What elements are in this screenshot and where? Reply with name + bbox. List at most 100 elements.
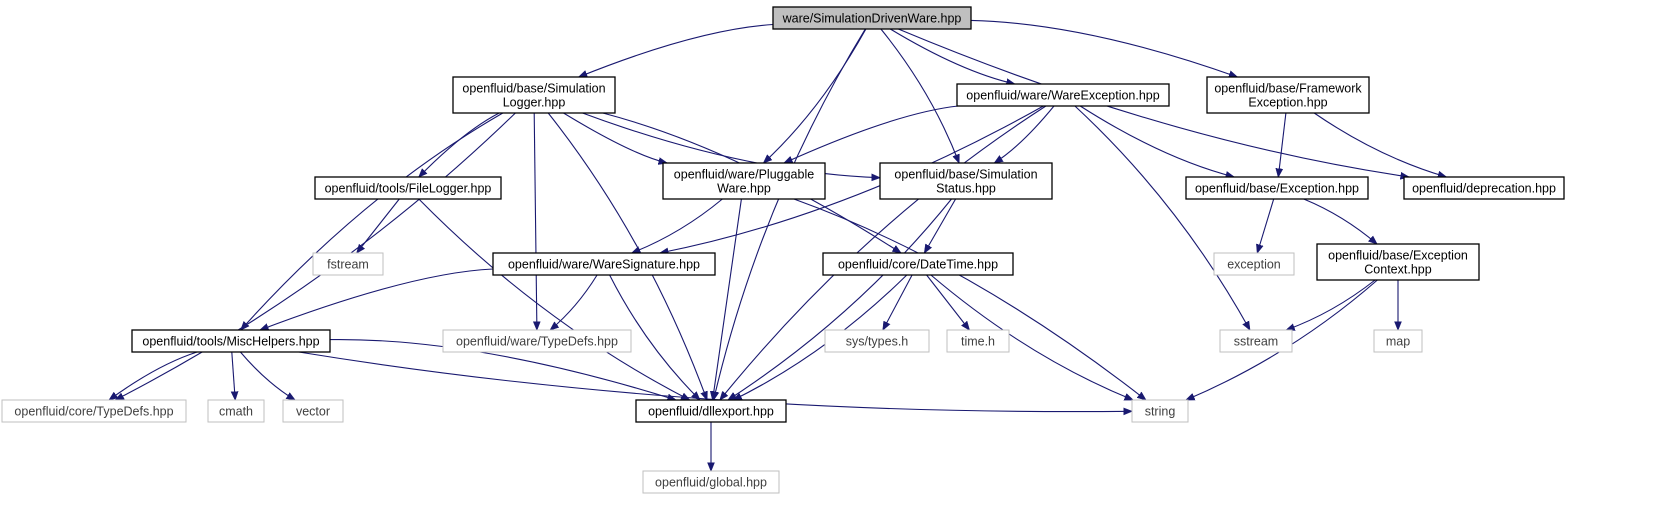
edge-root-to-wareexc <box>890 28 1015 84</box>
edge-fwexc-to-exception <box>1278 112 1287 177</box>
node-box <box>282 399 344 423</box>
node-label: openfluid/core/DateTime.hpp <box>838 257 998 271</box>
edge-exception-to-stdexception <box>1257 198 1275 253</box>
edge-root-to-deprecation <box>898 28 1409 177</box>
node-label: vector <box>296 404 330 418</box>
edge-mischelpers-to-dllexport <box>329 339 676 400</box>
edge-waresig-to-waretypedefs <box>550 274 598 330</box>
node-box <box>1185 176 1369 200</box>
edge-wareexc-to-exception <box>1079 105 1234 177</box>
node-label: openfluid/ware/WareException.hpp <box>966 88 1159 102</box>
node-map: map <box>1373 329 1423 353</box>
node-box <box>1 399 187 423</box>
node-label: Logger.hpp <box>503 95 566 109</box>
edge-exccontext-to-sstream <box>1286 279 1376 330</box>
edge-mischelpers-to-coretypedefs <box>109 351 198 400</box>
edge-root-to-pluggable <box>764 28 867 163</box>
node-label: openfluid/deprecation.hpp <box>1412 181 1556 195</box>
node-label: openfluid/ware/TypeDefs.hpp <box>456 334 618 348</box>
node-label: openfluid/global.hpp <box>655 475 767 489</box>
node-label: string <box>1145 404 1176 418</box>
node-box <box>635 399 787 423</box>
node-label: Exception.hpp <box>1248 95 1327 109</box>
node-box <box>1403 176 1565 200</box>
nodes: ware/SimulationDrivenWare.hpp openfluid/b… <box>1 6 1565 494</box>
node-box <box>956 83 1170 107</box>
edge-pluggable-to-dllexport <box>713 198 742 400</box>
node-filelogger[interactable]: openfluid/tools/FileLogger.hpp <box>314 176 502 200</box>
node-label: Context.hpp <box>1364 262 1431 276</box>
node-label: fstream <box>327 257 369 271</box>
node-dllexport[interactable]: openfluid/dllexport.hpp <box>635 399 787 423</box>
edge-pluggable-to-waresig <box>632 198 723 254</box>
node-box <box>314 176 502 200</box>
edge-wareexc-to-simstatus <box>994 105 1055 163</box>
edge-simstatus-to-datetime <box>924 198 957 253</box>
edge-mischelpers-to-vector <box>239 351 295 400</box>
node-box <box>1219 329 1293 353</box>
node-box <box>131 329 331 353</box>
node-label: openfluid/dllexport.hpp <box>648 404 774 418</box>
edge-wareexc-to-sstream <box>1074 105 1250 330</box>
node-vector: vector <box>282 399 344 423</box>
node-waresig[interactable]: openfluid/ware/WareSignature.hpp <box>492 252 716 276</box>
node-label: sstream <box>1234 334 1278 348</box>
edge-pluggable-to-string <box>793 198 1146 400</box>
edge-datetime-to-string <box>930 274 1133 401</box>
node-label: openfluid/tools/MiscHelpers.hpp <box>142 334 319 348</box>
edge-root-to-dllexport <box>714 28 866 400</box>
node-root[interactable]: ware/SimulationDrivenWare.hpp <box>772 6 972 30</box>
edge-waresig-to-dllexport <box>609 274 700 400</box>
edge-datetime-to-timeh <box>926 274 970 330</box>
node-wareexc[interactable]: openfluid/ware/WareException.hpp <box>956 83 1170 107</box>
node-box <box>1206 76 1370 114</box>
node-datetime[interactable]: openfluid/core/DateTime.hpp <box>822 252 1014 276</box>
node-sstream: sstream <box>1219 329 1293 353</box>
node-timeh: time.h <box>946 329 1010 353</box>
edge-filelogger-to-fstream <box>357 198 400 253</box>
node-label: Ware.hpp <box>717 181 771 195</box>
node-exception[interactable]: openfluid/base/Exception.hpp <box>1185 176 1369 200</box>
node-string: string <box>1131 399 1189 423</box>
node-label: cmath <box>219 404 253 418</box>
edge-mischelpers-to-cmath <box>232 351 235 400</box>
node-box <box>946 329 1010 353</box>
node-box <box>1213 252 1295 276</box>
node-coretypedefs: openfluid/core/TypeDefs.hpp <box>1 399 187 423</box>
node-systypes: sys/types.h <box>824 329 930 353</box>
node-box <box>642 470 780 494</box>
node-box <box>1373 329 1423 353</box>
node-label: openfluid/tools/FileLogger.hpp <box>325 181 492 195</box>
node-label: openfluid/ware/Pluggable <box>674 167 814 181</box>
node-box <box>207 399 265 423</box>
node-box <box>772 6 972 30</box>
node-box <box>662 162 826 200</box>
node-label: openfluid/base/Exception.hpp <box>1195 181 1359 195</box>
node-waretypedefs: openfluid/ware/TypeDefs.hpp <box>442 329 632 353</box>
node-label: openfluid/ware/WareSignature.hpp <box>508 257 700 271</box>
node-box <box>879 162 1053 200</box>
node-cmath: cmath <box>207 399 265 423</box>
node-mischelpers[interactable]: openfluid/tools/MiscHelpers.hpp <box>131 329 331 353</box>
edge-fwexc-to-deprecation <box>1313 112 1446 177</box>
node-box <box>492 252 716 276</box>
node-label: time.h <box>961 334 995 348</box>
node-deprecation[interactable]: openfluid/deprecation.hpp <box>1403 176 1565 200</box>
node-box <box>824 329 930 353</box>
edge-simlogger-to-pluggable <box>563 112 668 163</box>
node-box <box>1316 243 1480 281</box>
node-label: openfluid/base/Simulation <box>462 81 605 95</box>
edge-exception-to-exccontext <box>1303 198 1377 244</box>
edge-simlogger-to-waretypedefs <box>534 112 537 330</box>
node-box <box>312 252 384 276</box>
node-label: ware/SimulationDrivenWare.hpp <box>782 11 962 25</box>
node-box <box>452 76 616 114</box>
edges <box>109 19 1446 471</box>
node-label: map <box>1386 334 1410 348</box>
edge-wareexc-to-dllexport <box>720 105 1047 400</box>
